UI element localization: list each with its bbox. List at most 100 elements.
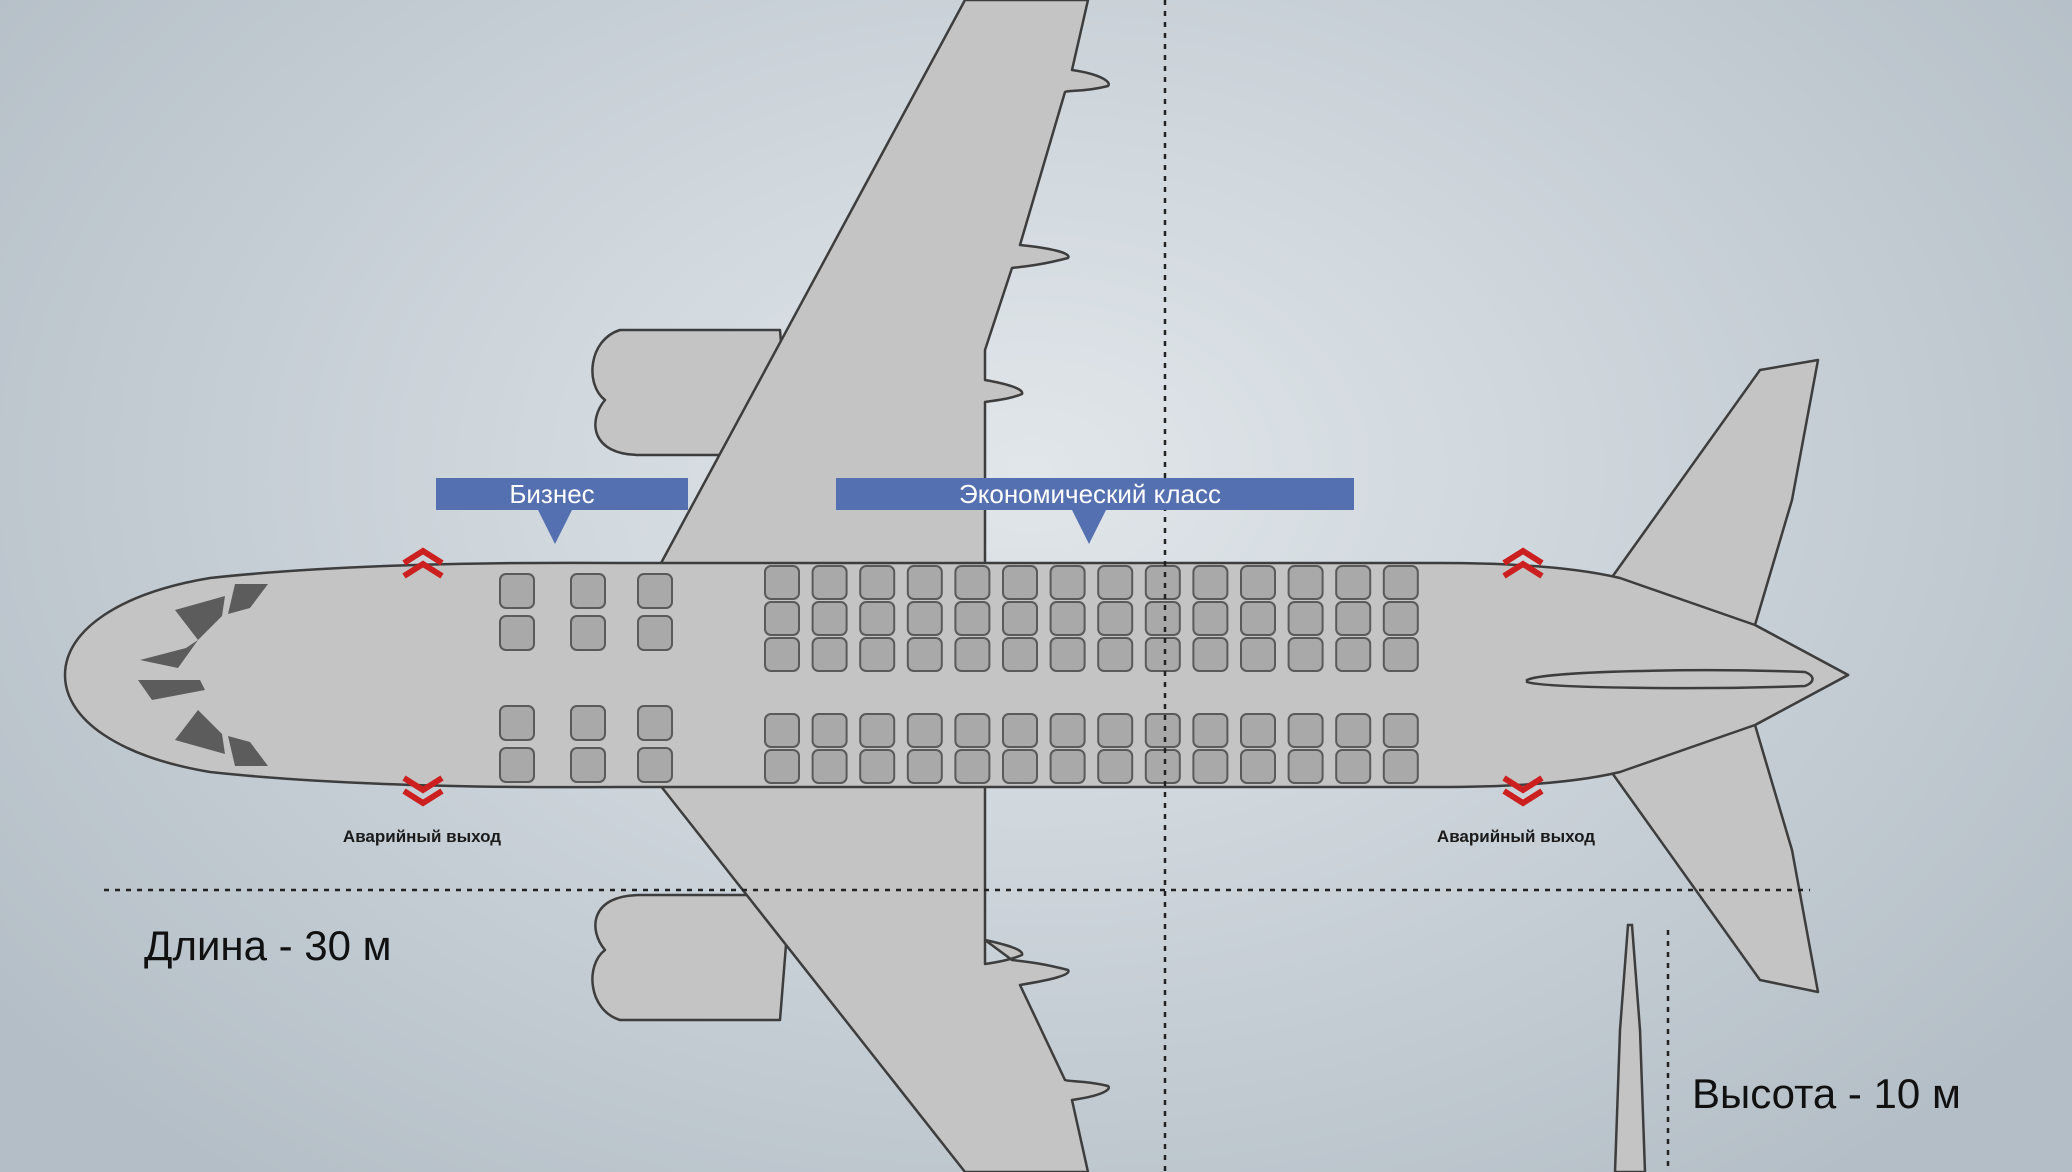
seat	[1335, 749, 1372, 784]
seat	[764, 565, 800, 600]
seat	[1192, 713, 1229, 748]
seat	[1097, 713, 1134, 748]
seat	[1287, 637, 1324, 672]
seat	[570, 615, 606, 651]
seat	[764, 713, 800, 748]
seat	[1002, 713, 1038, 748]
seat	[811, 749, 848, 784]
exit-marker-front-bottom	[402, 775, 444, 807]
seat	[859, 637, 896, 672]
seat	[1097, 637, 1134, 672]
seat	[764, 601, 800, 636]
seat	[570, 573, 606, 609]
seat	[570, 747, 606, 783]
seat	[1002, 749, 1038, 784]
engine-nacelle-bottom	[591, 893, 792, 1022]
vertical-fin-side-view	[1613, 923, 1647, 1172]
seat	[954, 713, 991, 748]
seat	[1382, 565, 1419, 600]
exit-marker-front-top	[402, 547, 444, 579]
seat	[1382, 601, 1419, 636]
seat	[1240, 565, 1276, 600]
seat	[1335, 713, 1372, 748]
exit-label-rear: Аварийный выход	[1437, 827, 1595, 846]
seat	[1049, 713, 1086, 748]
seat	[1002, 637, 1038, 672]
seat	[1144, 601, 1181, 636]
seat	[954, 749, 991, 784]
seat	[811, 637, 848, 672]
seat	[499, 705, 535, 741]
seat	[1049, 749, 1086, 784]
cockpit-window	[175, 596, 225, 640]
seat	[499, 747, 535, 783]
seat	[1382, 749, 1419, 784]
exit-marker-rear-bottom	[1502, 775, 1544, 807]
seat	[637, 615, 673, 651]
economy-tag: Экономический класс	[836, 478, 1354, 544]
seat	[906, 637, 943, 672]
seat	[1335, 601, 1372, 636]
seat	[811, 601, 848, 636]
seat	[906, 601, 943, 636]
cockpit-window	[175, 710, 225, 754]
seat	[954, 601, 991, 636]
seat	[1240, 749, 1276, 784]
seat	[1382, 713, 1419, 748]
seat	[859, 601, 896, 636]
seat	[1049, 565, 1086, 600]
seat	[859, 713, 896, 748]
business-label: Бизнес	[509, 479, 594, 509]
cockpit-window	[138, 680, 205, 700]
stabilizer-fairing	[1525, 669, 1814, 690]
exit-markers	[402, 547, 1544, 807]
seat	[1192, 637, 1229, 672]
seat	[1240, 637, 1276, 672]
seat	[906, 565, 943, 600]
wing-bottom	[658, 783, 1110, 1172]
length-label: Длина - 30 м	[144, 922, 392, 969]
seat	[954, 565, 991, 600]
seat	[499, 615, 535, 651]
seat	[1097, 749, 1134, 784]
exit-label-front: Аварийный выход	[343, 827, 501, 846]
cockpit-window	[228, 584, 268, 614]
seat	[764, 637, 800, 672]
seat	[1240, 601, 1276, 636]
seat	[906, 713, 943, 748]
seat	[1002, 565, 1038, 600]
seat	[954, 637, 991, 672]
seat	[1192, 749, 1229, 784]
wing-top	[658, 0, 1110, 567]
cockpit-window	[228, 736, 268, 766]
seat	[1049, 601, 1086, 636]
seat	[1144, 637, 1181, 672]
cockpit-window	[140, 640, 198, 668]
seat	[499, 573, 535, 609]
seat	[1097, 565, 1134, 600]
seat	[1287, 713, 1324, 748]
seat	[637, 747, 673, 783]
height-label: Высота - 10 м	[1692, 1070, 1961, 1117]
seat	[1335, 637, 1372, 672]
seat	[1287, 601, 1324, 636]
seat	[637, 573, 673, 609]
seat	[1097, 601, 1134, 636]
seat	[1144, 713, 1181, 748]
seat	[1192, 565, 1229, 600]
cockpit-windows	[138, 584, 268, 766]
seat	[811, 565, 848, 600]
seat	[637, 705, 673, 741]
seat	[1144, 565, 1181, 600]
seat	[1049, 637, 1086, 672]
seat	[859, 565, 896, 600]
exit-marker-rear-top	[1502, 547, 1544, 579]
seat	[1335, 565, 1372, 600]
seat	[1287, 565, 1324, 600]
seat	[1192, 601, 1229, 636]
seat	[764, 749, 800, 784]
seat	[811, 713, 848, 748]
measurement-lines	[104, 0, 1810, 1172]
seat	[1240, 713, 1276, 748]
economy-label: Экономический класс	[959, 479, 1221, 509]
